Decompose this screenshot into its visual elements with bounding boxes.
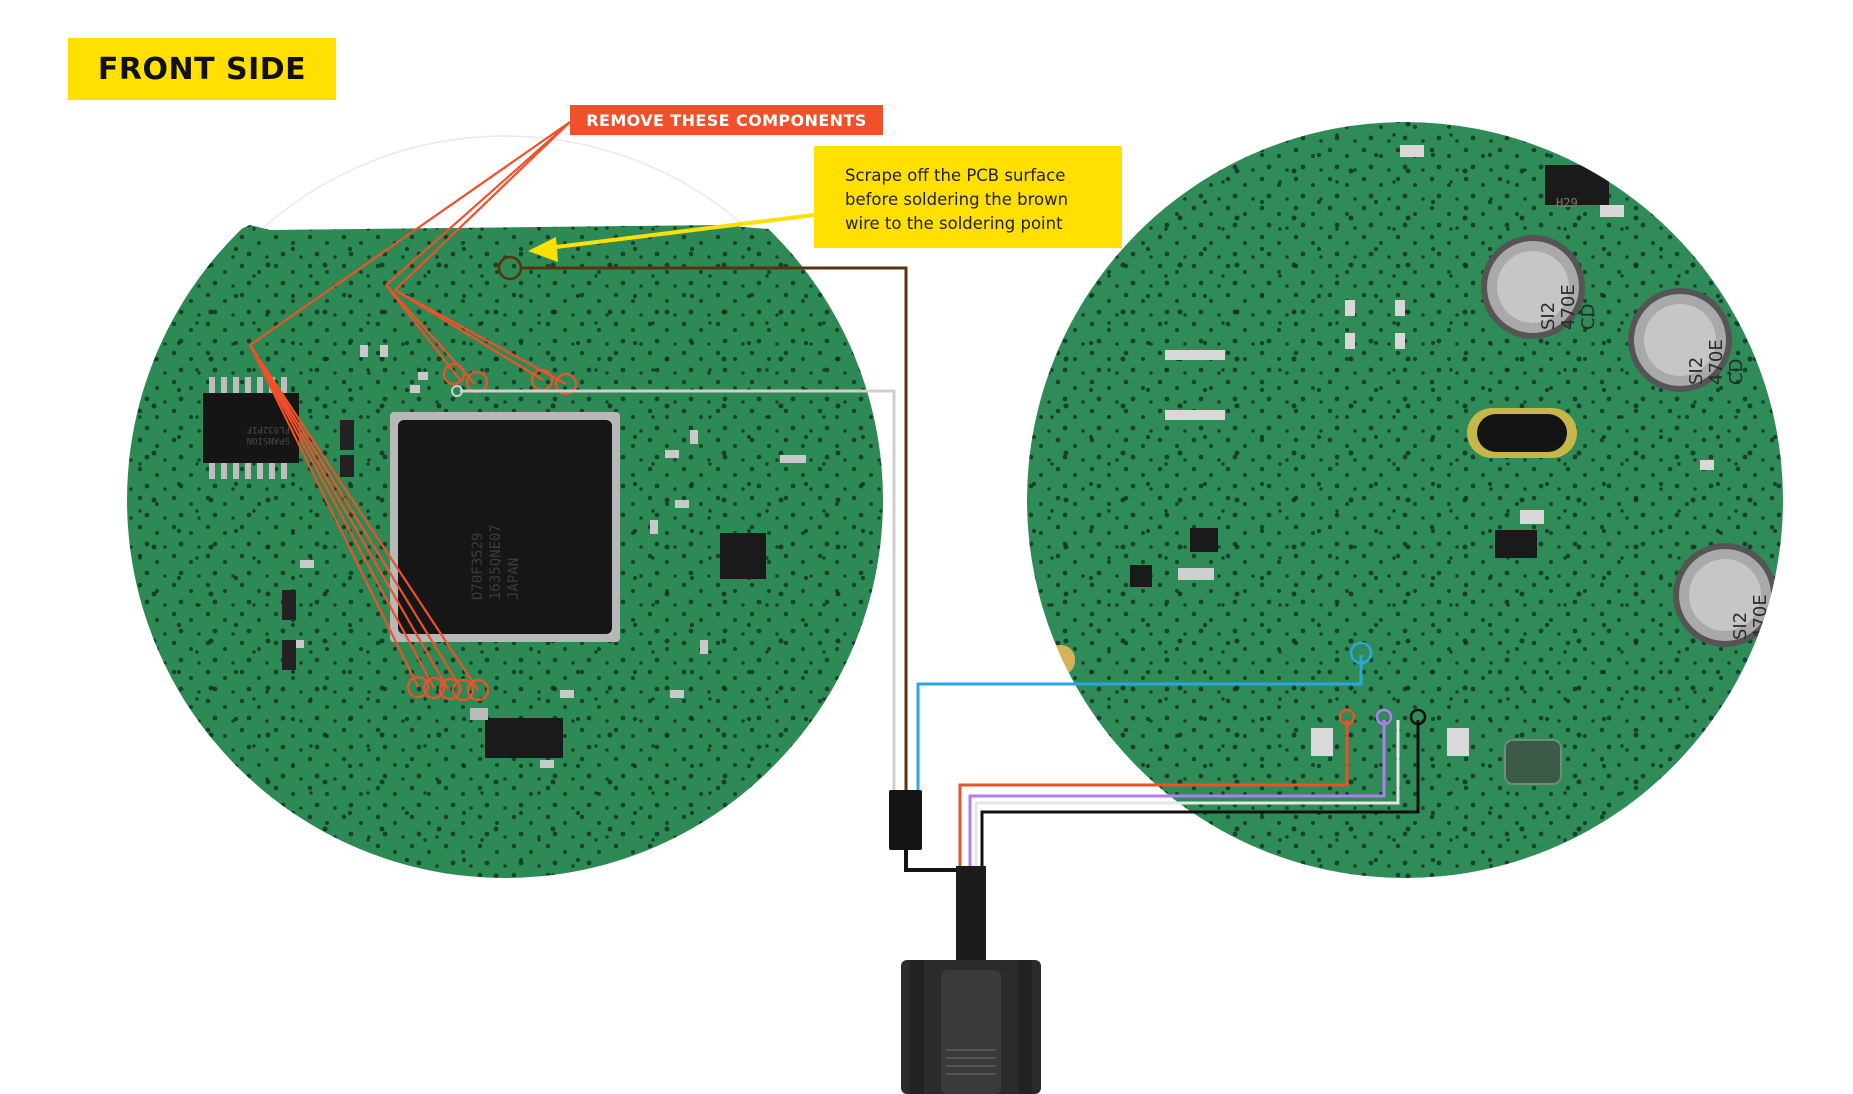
remove-components-label: REMOVE THESE COMPONENTS <box>570 105 883 135</box>
cap3-marking-1: SI2 <box>1730 612 1751 640</box>
flash-marking-1: SPANSION <box>247 435 290 445</box>
wire-black <box>980 720 1420 870</box>
pad-right <box>1447 728 1469 756</box>
wire-purple <box>968 720 1386 870</box>
flash-marking-2: FL032PIF <box>247 424 290 434</box>
crystal <box>1477 414 1567 452</box>
mcu-marking-3: JAPAN <box>506 558 522 600</box>
pad-left <box>1311 728 1333 756</box>
front-side-label: FRONT SIDE <box>68 38 336 100</box>
cap1-marking-1: SI2 <box>1538 302 1559 330</box>
mcu-chip <box>398 420 612 634</box>
wire-white <box>974 720 1400 870</box>
cap2-marking-1: SI2 <box>1686 357 1707 385</box>
scrape-note-line-1: Scrape off the PCB surface <box>845 166 1066 185</box>
remove-callout-lines <box>249 121 571 691</box>
qfn-chip <box>720 533 766 579</box>
cap1-marking-3: CD <box>1578 304 1599 330</box>
left-pcb: D70F3529 1635QNE07 JAPAN SPANSION FL032P… <box>127 225 883 878</box>
wire-brown <box>521 266 908 790</box>
right-pcb: SI2 470E CD SI2 470E CD SI2 470E CD <box>1027 122 1791 878</box>
inline-connector-icon <box>889 790 922 850</box>
mcu-marking-1: D70F3529 <box>470 533 486 600</box>
wire-blue <box>916 655 1363 790</box>
cap3-marking-3: CD <box>1770 614 1791 640</box>
cap2-marking-3: CD <box>1726 359 1747 385</box>
scrape-note-line-2: before soldering the brown <box>845 190 1069 209</box>
mcu-marking-2: 1635QNE07 <box>488 524 504 600</box>
cable <box>956 866 986 966</box>
small-ic-marking: H29 <box>1556 196 1578 210</box>
cap2-marking-2: 470E <box>1706 339 1727 385</box>
capacitor-2: SI2 470E CD <box>1628 288 1747 392</box>
wire-gray <box>460 389 896 790</box>
regulator-chip <box>485 718 563 758</box>
scrape-note: Scrape off the PCB surface before solder… <box>814 146 1122 248</box>
sot-chip <box>1495 530 1537 558</box>
db9-connector-icon <box>901 960 1041 1094</box>
yellow-arrow-icon <box>528 213 815 262</box>
cap3-marking-2: 470E <box>1750 594 1771 640</box>
wire-orange <box>958 720 1349 870</box>
cap1-marking-2: 470E <box>1558 284 1579 330</box>
scrape-note-line-3: wire to the soldering point <box>845 214 1063 233</box>
capacitor-1: SI2 470E CD <box>1481 235 1599 339</box>
